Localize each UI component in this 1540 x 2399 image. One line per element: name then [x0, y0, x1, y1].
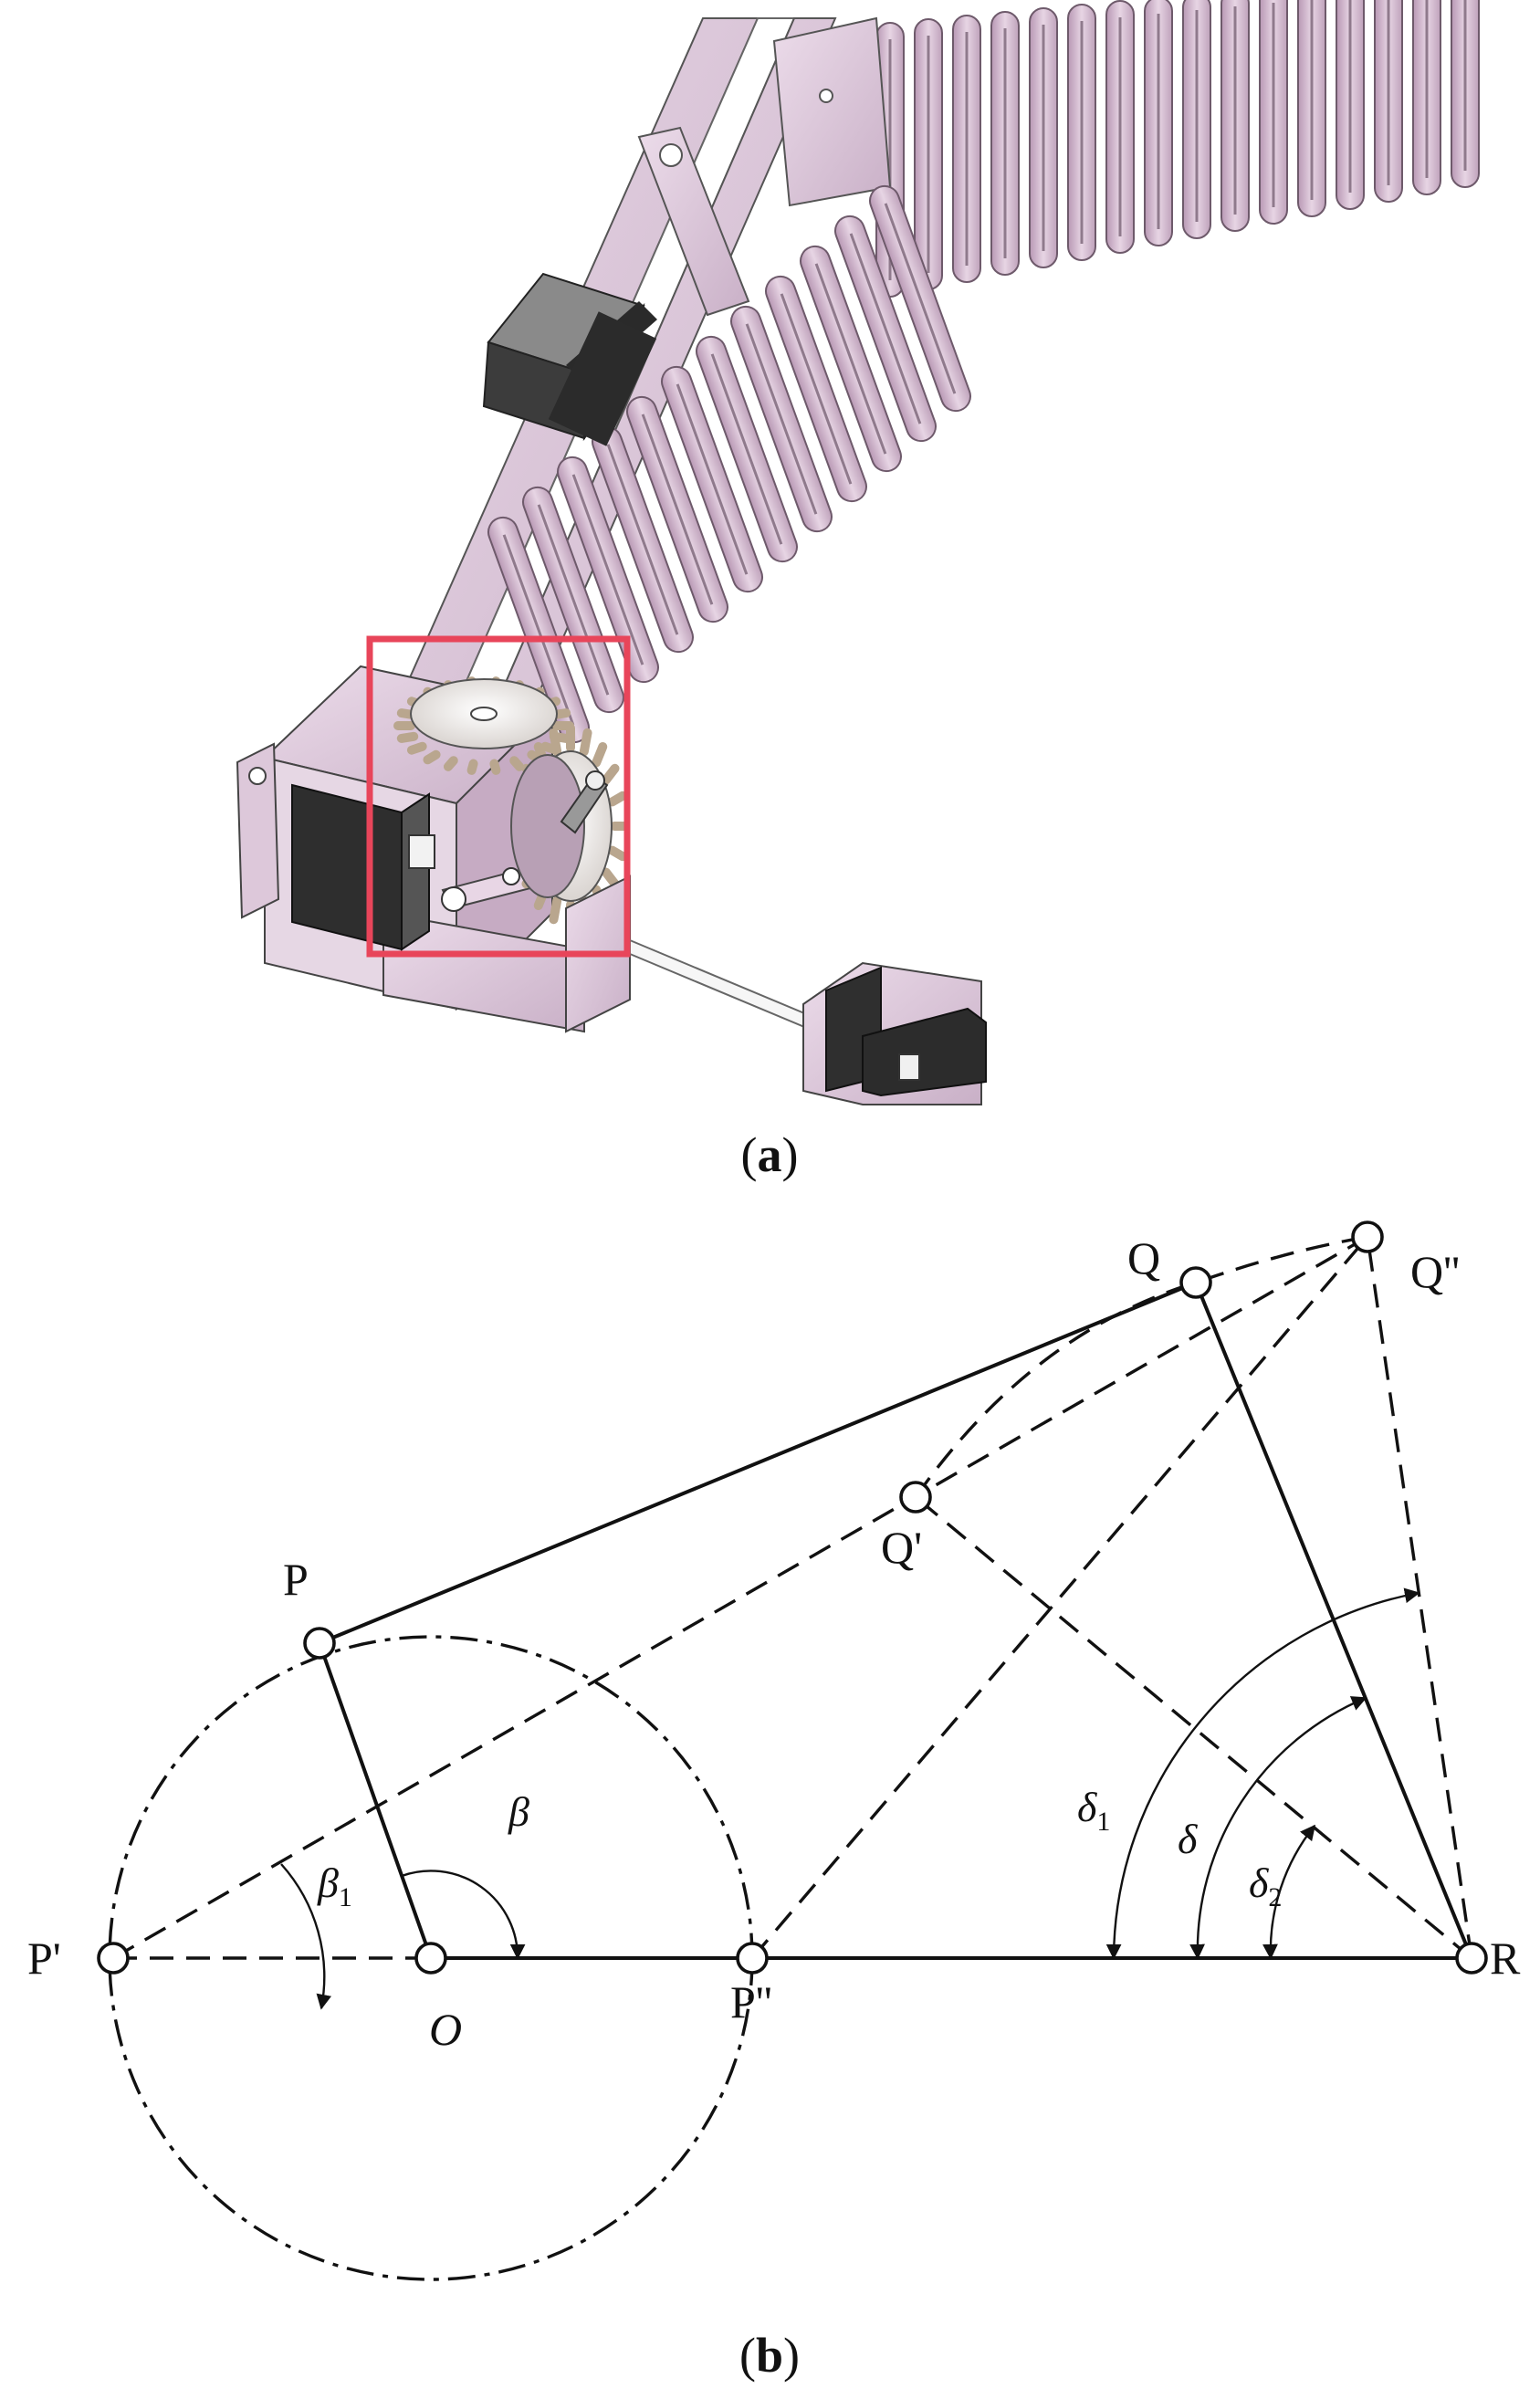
fin	[765, 275, 867, 503]
label-beta1: β1	[317, 1859, 352, 1912]
crank-op	[318, 1642, 433, 1959]
fin	[730, 305, 833, 533]
label-delta2: δ2	[1249, 1859, 1282, 1912]
label-pdouble: P''	[730, 1976, 772, 2027]
gear-tooth	[607, 845, 628, 862]
upper-comb-fins	[875, 0, 1480, 298]
caption-b: (b)	[739, 2328, 800, 2383]
fin	[522, 486, 624, 714]
gear-tooth	[443, 756, 458, 771]
gear-tooth	[601, 763, 620, 785]
fin	[1451, 0, 1480, 188]
joint-q	[1179, 1266, 1212, 1299]
label-pprime: P'	[27, 1933, 61, 1984]
gear-tooth	[549, 896, 562, 925]
label-delta1: δ1	[1077, 1784, 1110, 1837]
delta2-arc	[1262, 1824, 1316, 1960]
fin	[1182, 0, 1211, 239]
fin	[1105, 0, 1135, 254]
gear-tooth	[423, 749, 441, 765]
dashed-pprime-qdouble	[112, 1235, 1368, 1960]
gear-tooth	[466, 759, 478, 775]
label-beta: β	[508, 1788, 529, 1835]
gear-tooth	[592, 742, 608, 768]
gear-tooth	[406, 741, 427, 755]
beta-arc	[401, 1870, 526, 1960]
fin	[1029, 7, 1058, 268]
fin	[1374, 0, 1403, 203]
fin	[1067, 4, 1096, 261]
fin	[592, 425, 694, 654]
fin	[1412, 0, 1441, 195]
joint-pdouble	[736, 1942, 769, 1975]
joint-o	[414, 1942, 447, 1975]
gear-tooth	[489, 759, 501, 775]
panel-a-render: (a)	[0, 0, 1540, 1182]
joint-qprime	[899, 1481, 932, 1514]
gear-tooth	[579, 728, 592, 757]
joint-r	[1455, 1942, 1488, 1975]
fin	[626, 395, 728, 623]
label-qprime: Q'	[881, 1522, 922, 1573]
coupler-pq	[319, 1281, 1197, 1645]
label-qdouble: Q''	[1410, 1246, 1460, 1297]
gear-tooth	[601, 867, 620, 889]
joint-qdouble	[1351, 1220, 1384, 1253]
label-r: R	[1490, 1933, 1521, 1984]
lower-comb-fins	[487, 184, 971, 744]
label-o: O	[429, 2004, 462, 2055]
dashed-pdouble-qdouble	[750, 1235, 1369, 1960]
caption-a: (a)	[741, 1127, 799, 1182]
fin	[1220, 0, 1250, 232]
beta1-arc	[280, 1863, 332, 2010]
label-q: Q	[1127, 1232, 1160, 1283]
dashed-r-qprime	[914, 1495, 1473, 1960]
label-delta: δ	[1178, 1816, 1198, 1862]
fin	[487, 516, 590, 744]
fin	[557, 456, 659, 684]
fin	[696, 335, 798, 563]
upper-servo-motor	[482, 272, 657, 446]
fin	[990, 11, 1020, 276]
dashed-r-qdouble	[1366, 1236, 1473, 1959]
highlight-box	[366, 635, 631, 958]
fin	[800, 245, 902, 473]
gear-tooth	[509, 756, 525, 771]
fin	[1144, 0, 1173, 246]
gear-tooth	[607, 791, 628, 807]
base-bracket	[236, 665, 585, 1033]
fin	[661, 365, 763, 593]
fin	[1336, 0, 1365, 210]
gear-tooth	[396, 731, 419, 743]
gear-tooth	[549, 728, 562, 757]
fin	[952, 15, 981, 283]
panel-b-linkage-diagram: P P' O P'' R Q Q' Q'' β β1 δ1 δ δ2 (b)	[27, 1220, 1521, 2383]
delta-arc	[1189, 1696, 1367, 1960]
joint-p	[303, 1627, 336, 1660]
joint-pprime	[97, 1942, 130, 1975]
fin	[1297, 0, 1326, 217]
fin	[914, 18, 943, 290]
label-p: P	[283, 1554, 309, 1605]
fin	[1259, 0, 1288, 225]
fin	[834, 215, 937, 443]
fin	[869, 184, 971, 413]
